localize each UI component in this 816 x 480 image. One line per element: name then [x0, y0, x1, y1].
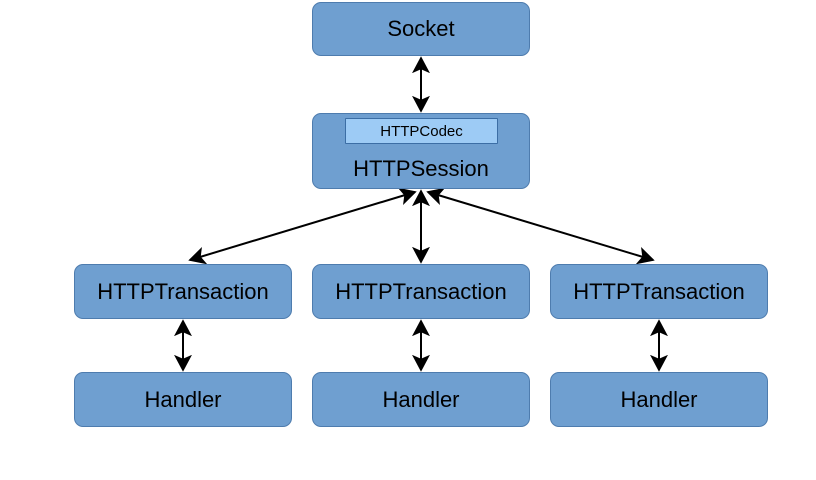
node-httpsession[interactable]: HTTPCodec HTTPSession: [312, 113, 530, 189]
node-handler-left-label: Handler: [144, 386, 222, 412]
node-httptransaction-left[interactable]: HTTPTransaction: [74, 264, 292, 319]
node-httpsession-label: HTTPSession: [353, 156, 489, 181]
node-handler-center-label: Handler: [382, 386, 460, 412]
node-handler-right-label: Handler: [620, 386, 698, 412]
node-handler-center[interactable]: Handler: [312, 372, 530, 427]
node-handler-right[interactable]: Handler: [550, 372, 768, 427]
node-httptransaction-right[interactable]: HTTPTransaction: [550, 264, 768, 319]
node-httptransaction-center[interactable]: HTTPTransaction: [312, 264, 530, 319]
node-socket[interactable]: Socket: [312, 2, 530, 56]
node-handler-left[interactable]: Handler: [74, 372, 292, 427]
node-httptransaction-center-label: HTTPTransaction: [335, 278, 507, 304]
node-httptransaction-left-label: HTTPTransaction: [97, 278, 269, 304]
connector-session-transaction-right: [426, 187, 655, 265]
node-socket-label: Socket: [387, 16, 455, 41]
connector-session-transaction-left: [188, 187, 417, 265]
node-httpcodec[interactable]: HTTPCodec: [345, 118, 498, 144]
node-httpcodec-label: HTTPCodec: [380, 122, 463, 140]
node-httptransaction-right-label: HTTPTransaction: [573, 278, 745, 304]
